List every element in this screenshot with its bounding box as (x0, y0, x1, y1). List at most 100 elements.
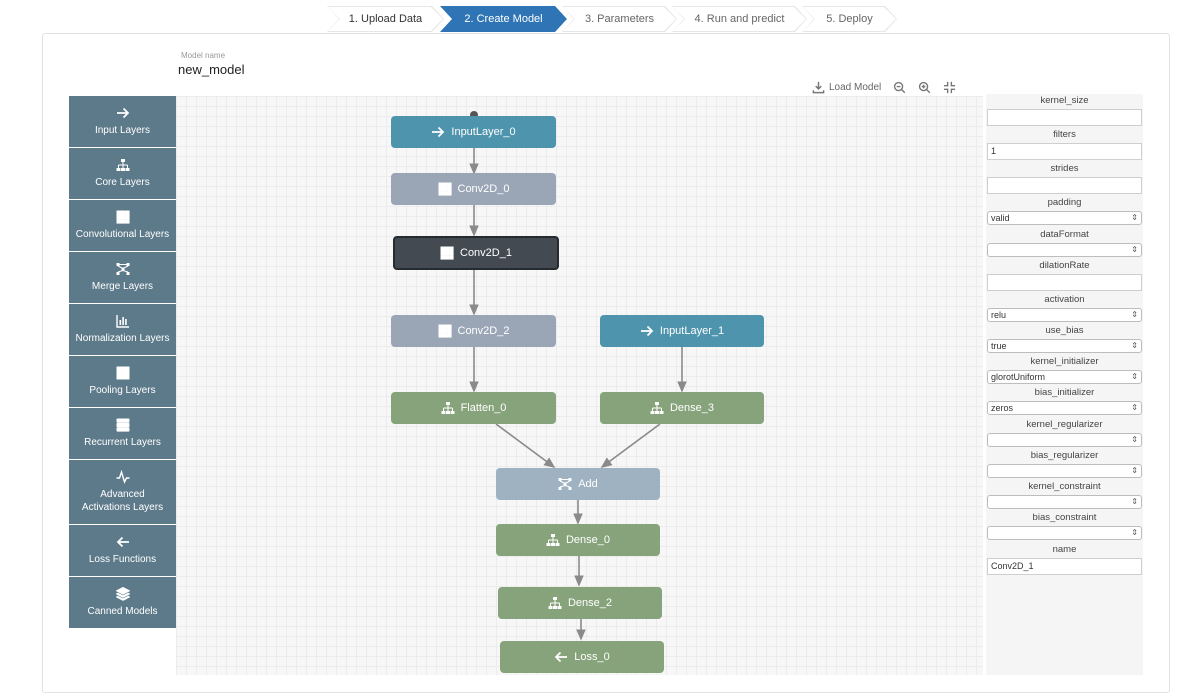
sidebar-item-advanced-activations-layers[interactable]: Advanced Activations Layers (69, 460, 176, 525)
model-name[interactable]: new_model (178, 62, 245, 77)
grid-icon (440, 246, 454, 260)
sidebar-item-canned-models[interactable]: Canned Models (69, 577, 176, 629)
prop-label-dataformat: dataFormat (1040, 229, 1089, 240)
hierarchy-icon (546, 534, 560, 546)
node-add[interactable]: Add (496, 468, 660, 500)
step-upload-data[interactable]: 1. Upload Data (327, 6, 444, 32)
sidebar-item-label: Normalization Layers (75, 333, 170, 344)
model-canvas[interactable]: InputLayer_0 Conv2D_0 Conv2D_1 Conv2D_2 … (176, 96, 983, 675)
step-label: 1. Upload Data (348, 13, 423, 25)
bar-chart-icon (115, 315, 129, 328)
prop-label-kernel-initializer: kernel_initializer (1030, 356, 1099, 367)
sidebar-item-core-layers[interactable]: Core Layers (69, 148, 176, 200)
node-label: Dense_0 (565, 534, 611, 546)
merge-icon (116, 263, 129, 275)
prop-label-padding: padding (1047, 197, 1082, 208)
strides-input[interactable] (987, 177, 1142, 194)
node-dense-3[interactable]: Dense_3 (600, 392, 764, 424)
sidebar-item-normalization-layers[interactable]: Normalization Layers (69, 304, 176, 356)
prop-label-kernel-constraint: kernel_constraint (1028, 481, 1101, 492)
layers-icon (115, 587, 130, 601)
arrow-right-icon (432, 126, 445, 138)
hierarchy-icon (650, 402, 664, 414)
step-label: 4. Run and predict (694, 13, 785, 25)
activation-select[interactable]: relu (987, 308, 1142, 322)
node-label: Conv2D_1 (460, 247, 512, 259)
grid-icon (438, 324, 452, 338)
layer-name-input[interactable]: Conv2D_1 (987, 558, 1142, 575)
prop-label-bias-constraint: bias_constraint (1032, 512, 1097, 523)
padding-select[interactable]: valid (987, 211, 1142, 225)
sidebar-item-pooling-layers[interactable]: Pooling Layers (69, 356, 176, 408)
sidebar-item-label: Merge Layers (91, 281, 154, 292)
canvas-toolbar: Load Model (812, 79, 956, 95)
step-create-model[interactable]: 2. Create Model (440, 6, 567, 32)
use-bias-select[interactable]: true (987, 339, 1142, 353)
node-inputlayer-0[interactable]: InputLayer_0 (391, 116, 556, 148)
sidebar-item-recurrent-layers[interactable]: Recurrent Layers (69, 408, 176, 460)
layer-properties-panel: kernel_size filters 1 strides padding va… (986, 94, 1143, 675)
step-label: 2. Create Model (464, 13, 543, 25)
step-parameters[interactable]: 3. Parameters (562, 6, 677, 32)
bias-regularizer-select[interactable] (987, 464, 1142, 478)
zoom-in-button[interactable] (918, 81, 931, 94)
node-conv2d-0[interactable]: Conv2D_0 (391, 173, 556, 205)
kernel-regularizer-select[interactable] (987, 433, 1142, 447)
arrow-left-icon (116, 536, 129, 548)
filters-input[interactable]: 1 (987, 143, 1142, 160)
prop-label-dilationrate: dilationRate (1039, 260, 1090, 271)
sidebar-item-loss-functions[interactable]: Loss Functions (69, 525, 176, 577)
node-label: InputLayer_0 (451, 126, 516, 138)
step-label: 5. Deploy (826, 13, 873, 25)
sidebar-item-label: Advanced Activations Layers (81, 489, 164, 513)
node-label: InputLayer_1 (659, 325, 725, 337)
load-model-button[interactable]: Load Model (812, 81, 881, 94)
node-loss-0[interactable]: Loss_0 (500, 641, 664, 673)
node-conv2d-1[interactable]: Conv2D_1 (393, 236, 559, 270)
download-icon (812, 81, 825, 93)
kernel-constraint-select[interactable] (987, 495, 1142, 509)
node-label: Conv2D_2 (457, 325, 510, 337)
hierarchy-icon (441, 402, 455, 414)
step-label: 3. Parameters (584, 13, 655, 25)
prop-label-kernel-size: kernel_size (1040, 95, 1089, 106)
node-flatten-0[interactable]: Flatten_0 (391, 392, 556, 424)
node-conv2d-2[interactable]: Conv2D_2 (391, 315, 556, 347)
zoom-out-icon (894, 81, 906, 93)
bias-constraint-select[interactable] (987, 526, 1142, 540)
arrow-right-icon (640, 325, 654, 337)
sidebar-item-input-layers[interactable]: Input Layers (69, 96, 176, 148)
kernel-size-input[interactable] (987, 109, 1142, 126)
prop-label-bias-initializer: bias_initializer (1034, 387, 1095, 398)
sidebar-item-label: Canned Models (87, 606, 158, 617)
dilationrate-input[interactable] (987, 274, 1142, 291)
squares-icon (116, 366, 129, 380)
node-label: Dense_2 (567, 597, 613, 609)
node-label: Dense_3 (669, 402, 715, 414)
pulse-icon (116, 470, 129, 484)
merge-icon (558, 478, 572, 490)
node-dense-2[interactable]: Dense_2 (498, 587, 662, 619)
prop-label-use-bias: use_bias (1045, 325, 1084, 336)
node-inputlayer-1[interactable]: InputLayer_1 (600, 315, 764, 347)
zoom-in-icon (919, 81, 931, 93)
prop-label-strides: strides (1050, 163, 1079, 174)
step-deploy[interactable]: 5. Deploy (802, 6, 897, 32)
node-dense-0[interactable]: Dense_0 (496, 524, 660, 556)
stack-icon (116, 418, 129, 432)
grid-icon (116, 210, 130, 224)
fit-view-button[interactable] (943, 81, 956, 94)
sidebar-item-label: Core Layers (95, 177, 150, 188)
sidebar-item-convolutional-layers[interactable]: Convolutional Layers (69, 200, 176, 252)
zoom-out-button[interactable] (893, 81, 906, 94)
step-run-and-predict[interactable]: 4. Run and predict (672, 6, 807, 32)
compress-icon (944, 81, 956, 93)
dataformat-select[interactable] (987, 243, 1142, 257)
arrow-right-icon (116, 107, 129, 119)
arrow-left-icon (554, 651, 568, 663)
sidebar-item-label: Recurrent Layers (84, 437, 161, 448)
kernel-initializer-select[interactable]: glorotUniform (987, 370, 1142, 384)
sidebar-item-merge-layers[interactable]: Merge Layers (69, 252, 176, 304)
node-label: Conv2D_0 (457, 183, 510, 195)
bias-initializer-select[interactable]: zeros (987, 401, 1142, 415)
